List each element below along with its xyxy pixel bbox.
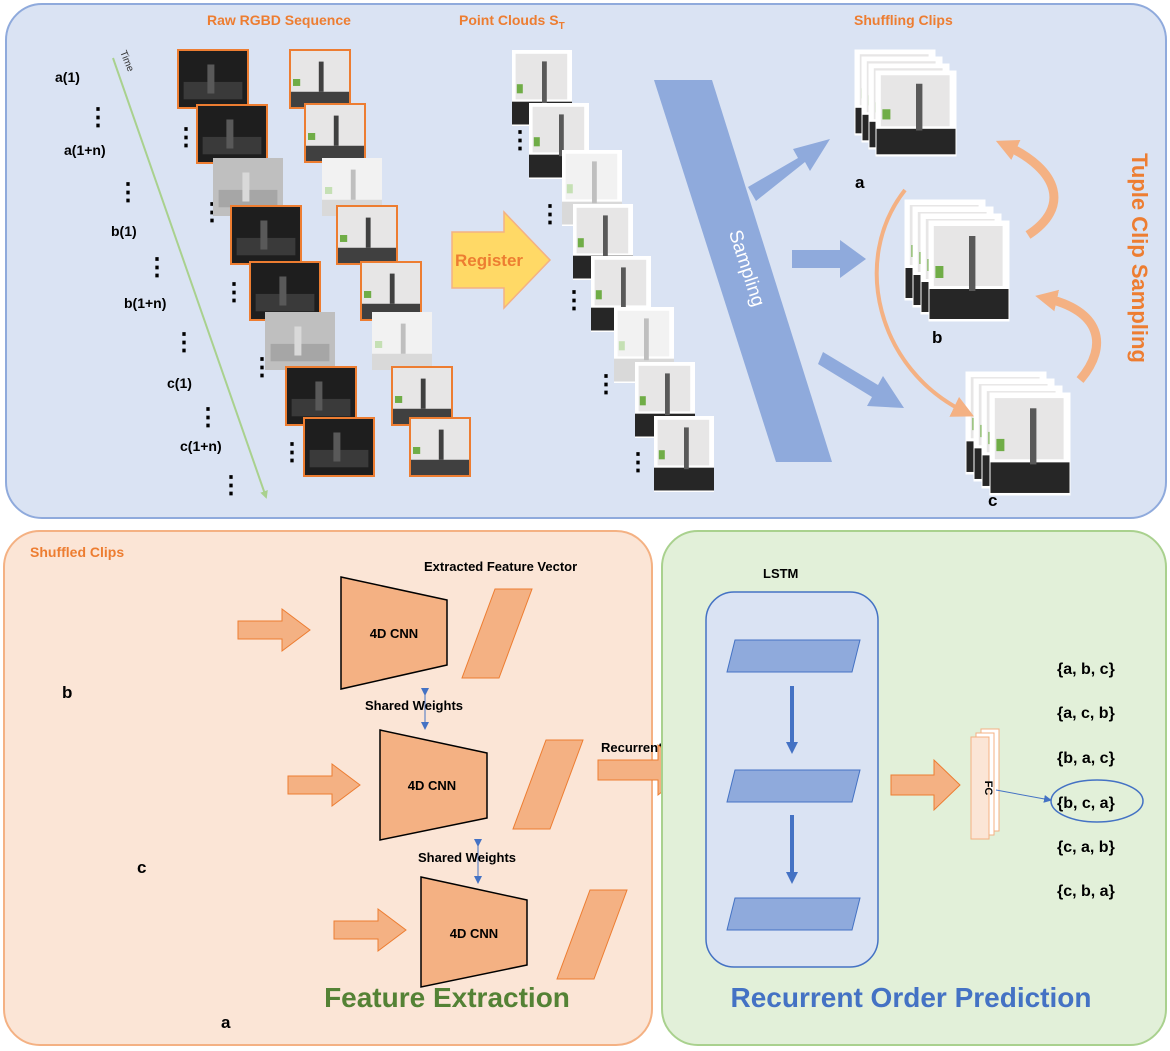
shuffle-curve-a-to-c [874, 188, 975, 417]
svg-text:⋮: ⋮ [222, 279, 246, 306]
frame-label: b(1) [111, 223, 137, 239]
clip-label-b: b [932, 328, 942, 347]
sampling-arrow-a [748, 139, 830, 201]
shuffle-curve-b-to-a [995, 139, 1059, 239]
svg-text:⋮: ⋮ [196, 404, 220, 431]
frame-label: a(1+n) [64, 142, 106, 158]
input-arrow-a [333, 908, 407, 952]
predicted-order-highlight [1050, 779, 1144, 823]
order-option: {a, c, b} [1057, 705, 1115, 722]
cnn-block-2 [379, 729, 488, 841]
svg-text:⋮: ⋮ [145, 254, 169, 281]
lstm-cell-2 [726, 769, 861, 803]
sampling-arrow-b [792, 240, 866, 278]
recurrent-order-prediction-title: Recurrent Order Prediction [731, 982, 1092, 1013]
shared-weights-label: Shared Weights [418, 850, 516, 865]
order-option: {a, b, c} [1057, 661, 1115, 678]
register-label: Register [455, 251, 523, 270]
svg-text:⋮: ⋮ [626, 449, 650, 476]
fc-output-arrow [995, 789, 1052, 803]
svg-text:⋮: ⋮ [280, 439, 304, 466]
register-arrow [451, 210, 552, 310]
clip-label-c: c [988, 491, 997, 510]
frame-label: c(1) [167, 375, 192, 391]
fc-layer [970, 728, 1000, 840]
cnn-block-1 [340, 576, 448, 690]
feature-vector-1 [461, 588, 533, 679]
order-option: {c, b, a} [1057, 883, 1115, 900]
svg-text:⋮: ⋮ [116, 179, 140, 206]
recurrent-label: Recurrent [601, 740, 663, 755]
shuffled-clips-title: Shuffled Clips [30, 544, 124, 560]
input-arrow-c [287, 763, 361, 807]
cnn-label: 4D CNN [450, 926, 498, 941]
svg-text:⋮: ⋮ [174, 124, 198, 151]
feature-vector-2 [512, 739, 584, 830]
extracted-feature-vector-label: Extracted Feature Vector [424, 559, 577, 574]
shuffling-clips-title: Shuffling Clips [854, 12, 953, 28]
time-arrow [112, 57, 268, 499]
lstm-cell-3 [726, 897, 861, 931]
depth-frames [177, 49, 375, 477]
order-option-selected: {b, c, a} [1057, 795, 1115, 812]
tuple-clip-sampling-title: Tuple Clip Sampling [1127, 153, 1152, 363]
svg-text:⋮: ⋮ [508, 127, 532, 154]
frame-label: a(1) [55, 69, 80, 85]
cnn-label: 4D CNN [408, 778, 456, 793]
frame-label: b(1+n) [124, 295, 166, 311]
input-arrow-b [237, 608, 311, 652]
left-clip-label-b: b [62, 683, 72, 702]
ellipsis-markers: ⋮ ⋮ ⋮ ⋮ ⋮ ⋮ ⋮ ⋮ ⋮ ⋮ ⋮ ⋮ ⋮ ⋮ ⋮ ⋮ [86, 104, 650, 499]
clip-label-a: a [855, 173, 865, 192]
point-cloud-frames [512, 50, 714, 492]
fc-label: FC [982, 781, 994, 796]
point-clouds-title: Point Clouds ST [459, 12, 565, 32]
cnn-block-3 [420, 876, 528, 988]
order-option: {c, a, b} [1057, 839, 1115, 856]
feature-extraction-title: Feature Extraction [324, 982, 570, 1013]
rgb-frames [289, 49, 471, 477]
feature-vector-3 [556, 889, 628, 980]
left-clip-label-a: a [221, 1013, 231, 1032]
raw-rgbd-title: Raw RGBD Sequence [207, 12, 351, 28]
svg-text:⋮: ⋮ [172, 329, 196, 356]
svg-text:⋮: ⋮ [86, 104, 110, 131]
sampling-arrow-c [818, 352, 904, 408]
lstm-cell-1 [726, 639, 861, 673]
shared-weights-label: Shared Weights [365, 698, 463, 713]
shuffle-curve-c-to-b [1035, 289, 1101, 383]
lstm-label: LSTM [763, 566, 798, 581]
cnn-label: 4D CNN [370, 626, 418, 641]
svg-text:⋮: ⋮ [562, 287, 586, 314]
order-option: {b, a, c} [1057, 750, 1115, 767]
frame-label: c(1+n) [180, 438, 222, 454]
svg-text:⋮: ⋮ [219, 472, 243, 499]
left-clip-label-c: c [137, 858, 146, 877]
svg-text:⋮: ⋮ [538, 201, 562, 228]
lstm-to-fc-arrow [890, 758, 961, 812]
sampling-band [654, 80, 832, 462]
